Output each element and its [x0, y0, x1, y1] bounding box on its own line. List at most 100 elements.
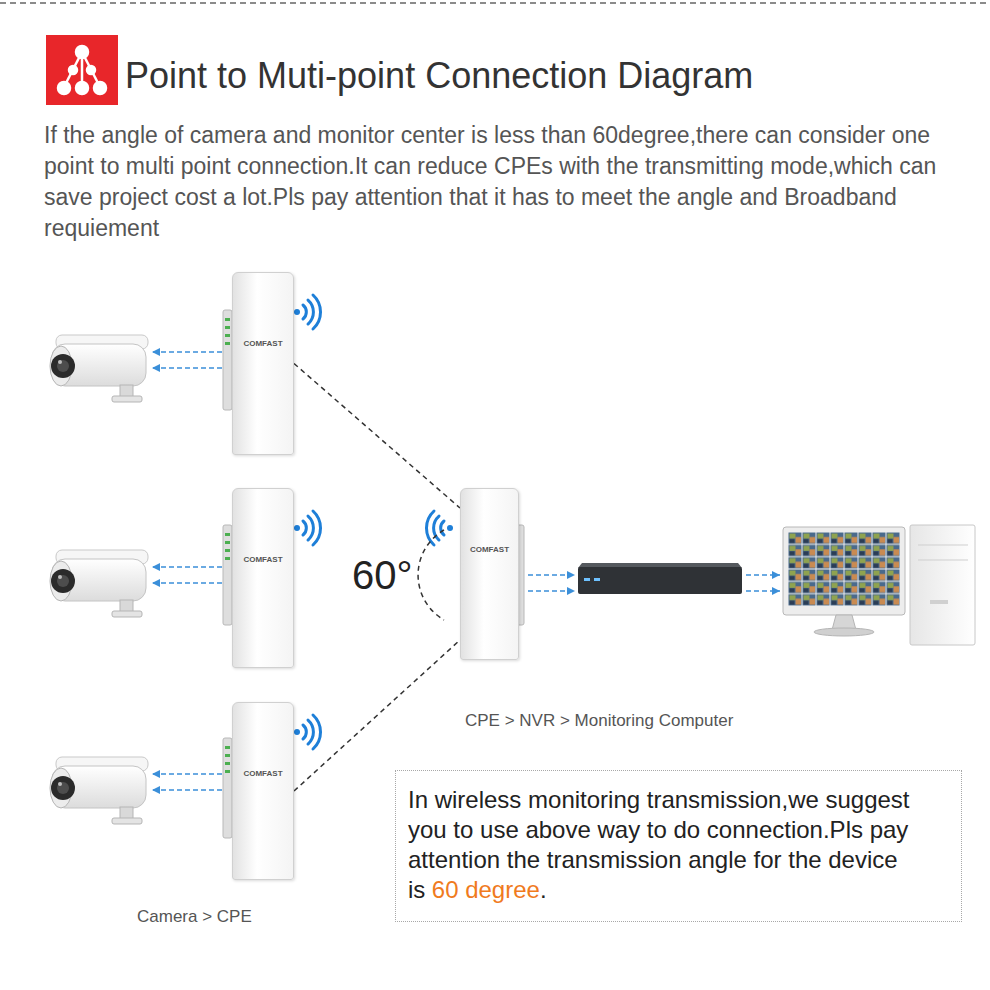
title-icon: [76, 46, 88, 58]
link-line: [294, 364, 460, 509]
bullet-camera: [57, 575, 69, 587]
wifi-symbol: [294, 309, 300, 315]
link-line: [294, 640, 460, 791]
data-arrow: [746, 590, 780, 592]
data-arrow: [528, 590, 575, 592]
bullet-camera: [50, 550, 148, 617]
wifi-symbol: [441, 521, 444, 535]
status-led: [225, 754, 230, 757]
flow-caption: Camera > CPE: [137, 906, 252, 928]
brand-logo: COMFAST: [233, 769, 293, 778]
monitoring-computer: [930, 600, 948, 604]
cpe-device: COMFAST: [232, 272, 294, 455]
bullet-camera: [120, 600, 133, 612]
monitoring-computer: [814, 628, 874, 636]
cpe-bracket: [223, 525, 232, 625]
status-led: [225, 557, 230, 560]
data-arrow: [152, 566, 222, 568]
diagram-title: Point to Muti-point Connection Diagram: [125, 55, 753, 97]
monitoring-computer: [918, 545, 968, 546]
title-icon: [87, 66, 95, 74]
bullet-camera: [58, 360, 62, 364]
monitoring-computer: [783, 525, 975, 645]
bullet-camera: [58, 575, 62, 579]
flow-caption: CPE > NVR > Monitoring Computer: [465, 710, 733, 732]
cpe-device: COMFAST: [232, 488, 294, 668]
title-icon: [58, 82, 70, 94]
status-led: [225, 762, 230, 765]
status-led: [225, 318, 230, 773]
bullet-camera: [112, 611, 142, 617]
monitoring-computer: [918, 560, 968, 561]
brand-logo: COMFAST: [461, 545, 518, 554]
wifi-symbol: [294, 729, 300, 735]
bullet-camera: [50, 335, 148, 402]
nvr-recorder: [594, 578, 600, 581]
bullet-camera: [112, 818, 142, 824]
wifi-symbol: [294, 715, 321, 749]
bullet-camera: [57, 360, 69, 372]
data-arrow: [152, 773, 222, 775]
intro-paragraph: If the angle of camera and monitor cente…: [44, 120, 949, 244]
wifi-symbol: [294, 511, 321, 545]
status-led: [225, 533, 230, 536]
note-text: 60 degree: [432, 876, 540, 903]
title-icon: [46, 35, 118, 105]
wifi-symbol: [447, 525, 453, 531]
wifi-symbol: [303, 305, 306, 319]
nvr-recorder: [584, 578, 590, 581]
wifi-symbol: [294, 525, 300, 531]
status-led: [225, 334, 230, 337]
monitoring-computer: [783, 527, 905, 615]
bullet-camera: [58, 782, 62, 786]
status-led: [225, 342, 230, 345]
title-icon: [94, 82, 106, 94]
title-icon: [46, 35, 118, 105]
wifi-symbol: [426, 511, 434, 545]
data-arrow: [528, 574, 575, 576]
wifi-symbol: [313, 295, 321, 329]
bullet-camera: [112, 396, 142, 402]
wifi-symbol: [294, 295, 453, 749]
bullet-camera: [51, 776, 75, 800]
data-arrow: [746, 574, 780, 576]
wifi-symbol: [426, 511, 453, 545]
monitoring-computer: [910, 525, 975, 645]
angle-arc: [418, 530, 444, 620]
wifi-symbol: [308, 516, 313, 540]
wifi-symbol: [303, 725, 306, 739]
wifi-symbol: [294, 295, 321, 329]
bullet-camera: [50, 757, 148, 824]
wifi-symbol: [313, 715, 321, 749]
wifi-symbol: [308, 300, 313, 324]
status-led: [225, 326, 230, 329]
cpe-bracket: [223, 738, 232, 838]
data-arrow: [152, 582, 222, 584]
brand-logo: COMFAST: [233, 339, 293, 348]
angle-label: 60°: [352, 553, 413, 597]
cpe-device: COMFAST: [232, 702, 294, 880]
monitoring-computer: [788, 532, 900, 606]
wifi-symbol: [308, 720, 313, 744]
status-led: [225, 746, 230, 749]
title-icon: [76, 82, 88, 94]
data-arrow: [152, 367, 222, 369]
cpe-bracket: [223, 310, 232, 410]
title-icon: [58, 46, 106, 94]
cpe-device: COMFAST: [460, 488, 519, 660]
wifi-symbol: [303, 521, 306, 535]
status-led: [225, 318, 230, 321]
note-text: .: [540, 876, 547, 903]
note-box: In wireless monitoring transmission,we s…: [395, 770, 962, 922]
wifi-symbol: [313, 511, 321, 545]
status-led: [225, 541, 230, 544]
data-arrow: [152, 789, 222, 791]
status-led: [225, 770, 230, 773]
status-led: [225, 549, 230, 552]
nvr-recorder: [578, 563, 742, 594]
brand-logo: COMFAST: [233, 555, 293, 564]
bullet-camera: [57, 782, 69, 794]
bullet-camera: [51, 354, 75, 378]
bullet-camera: [120, 807, 133, 819]
